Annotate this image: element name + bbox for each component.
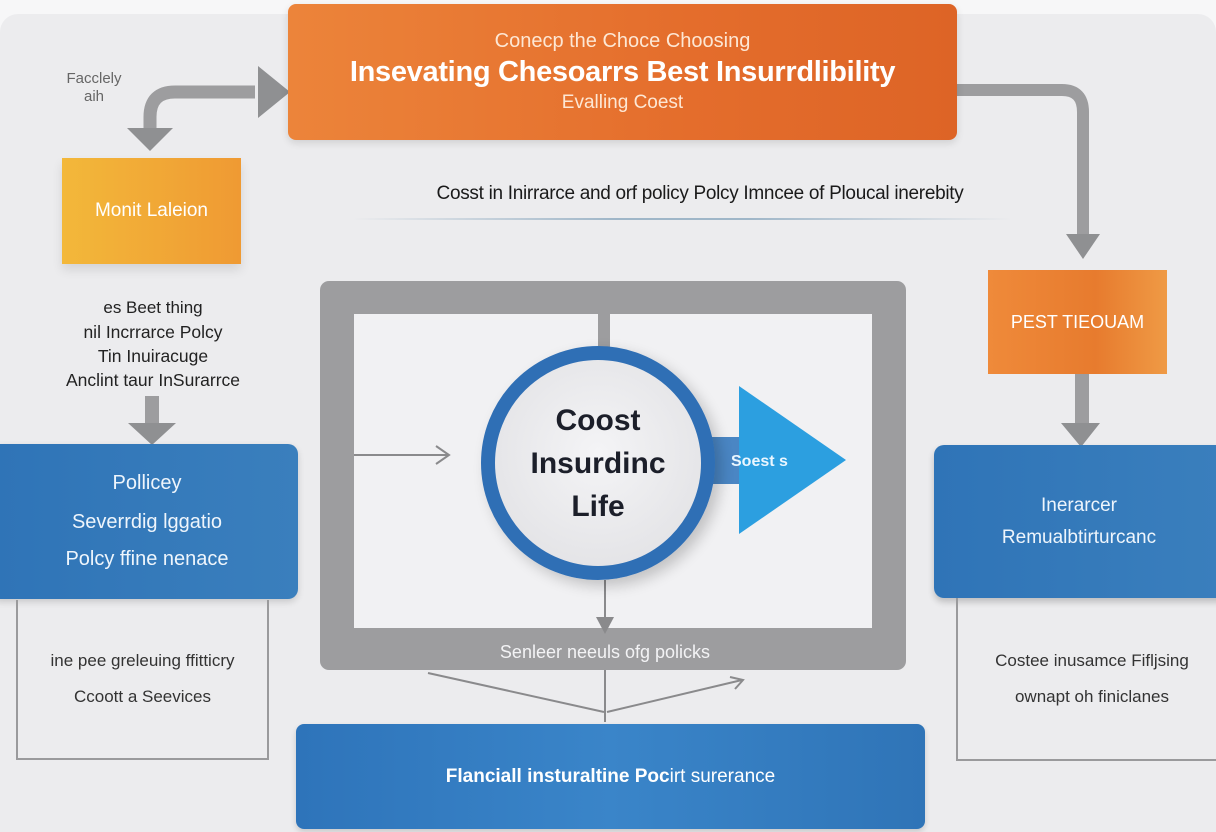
side-note: Facclely aih — [44, 70, 144, 106]
bottom-box-regular: irt surerance — [669, 765, 776, 787]
right-orange-label: PEST TIEOUAM — [1010, 311, 1145, 332]
left-policy-line-2: Polcy ffine nenace — [65, 548, 229, 570]
left-policy-box: Pollicey Severrdig lggatio Polcy ffine n… — [0, 444, 298, 599]
right-orange-box: PEST TIEOUAM — [988, 270, 1167, 374]
circle-line-2: Insurdinc — [530, 446, 666, 480]
circle-line-3: Life — [571, 489, 625, 523]
output-arrow-label: Soest s — [731, 453, 788, 470]
left-outline-line-1: ine pee greleuing ffitticry — [50, 651, 235, 670]
diagram-caption: Cosst in Inirrarce and orf policy Polcy … — [436, 183, 964, 204]
left-text-list: es Beet thing nil Incrrarce Polcy Tin In… — [18, 296, 288, 392]
left-policy-line-1: Severrdig lggatio — [71, 511, 223, 533]
left-outline-box: ine pee greleuing ffitticry Ccoott a See… — [16, 600, 269, 760]
header-subtitle: Evalling Coest — [561, 92, 684, 113]
bottom-box-bold: Flanciall insturaltine Poc — [445, 765, 670, 787]
left-policy-heading: Pollicey — [112, 472, 182, 494]
right-outline-line-1: Costee inusamce Fifljsing — [995, 650, 1189, 670]
left-list-item: Tin Inuiracuge — [97, 346, 209, 366]
left-list-item: nil Incrrarce Polcy — [83, 322, 223, 342]
side-note-line-1: Facclely — [66, 70, 122, 87]
side-note-line-2: aih — [83, 88, 105, 105]
header-title: Insevating Chesoarrs Best Insurrdlibilit… — [349, 56, 896, 88]
header-box: Conecp the Choce Choosing Insevating Che… — [288, 4, 957, 140]
bottom-financial-box: Flanciall insturaltine Pocirt surerance — [296, 724, 925, 829]
left-list-item: Anclint taur InSurarrce — [65, 370, 241, 390]
right-outline-box: Costee inusamce Fifljsing ownapt oh fini… — [956, 598, 1216, 761]
yellow-box: Monit Laleion — [62, 158, 241, 264]
right-insurance-line-2: Remualbtirturcanc — [1001, 526, 1157, 548]
right-insurance-line-1: Inerarcer — [1040, 494, 1118, 516]
central-circle: Coost Insurdinc Life — [481, 346, 715, 580]
header-pre-title: Conecp the Choce Choosing — [494, 30, 751, 52]
right-insurance-box: Inerarcer Remualbtirturcanc — [934, 445, 1216, 598]
caption-divider — [352, 218, 1012, 220]
left-list-item: es Beet thing — [103, 298, 203, 317]
circle-line-1: Coost — [555, 403, 641, 437]
left-outline-line-2: Ccoott a Seevices — [73, 687, 211, 706]
yellow-box-label: Monit Laleion — [94, 200, 209, 221]
central-frame-label: Senleer neeuls ofg policks — [499, 642, 711, 662]
right-outline-line-2: ownapt oh finiclanes — [1014, 686, 1170, 706]
bottom-box-text: Flanciall insturaltine Pocirt surerance — [446, 766, 775, 788]
